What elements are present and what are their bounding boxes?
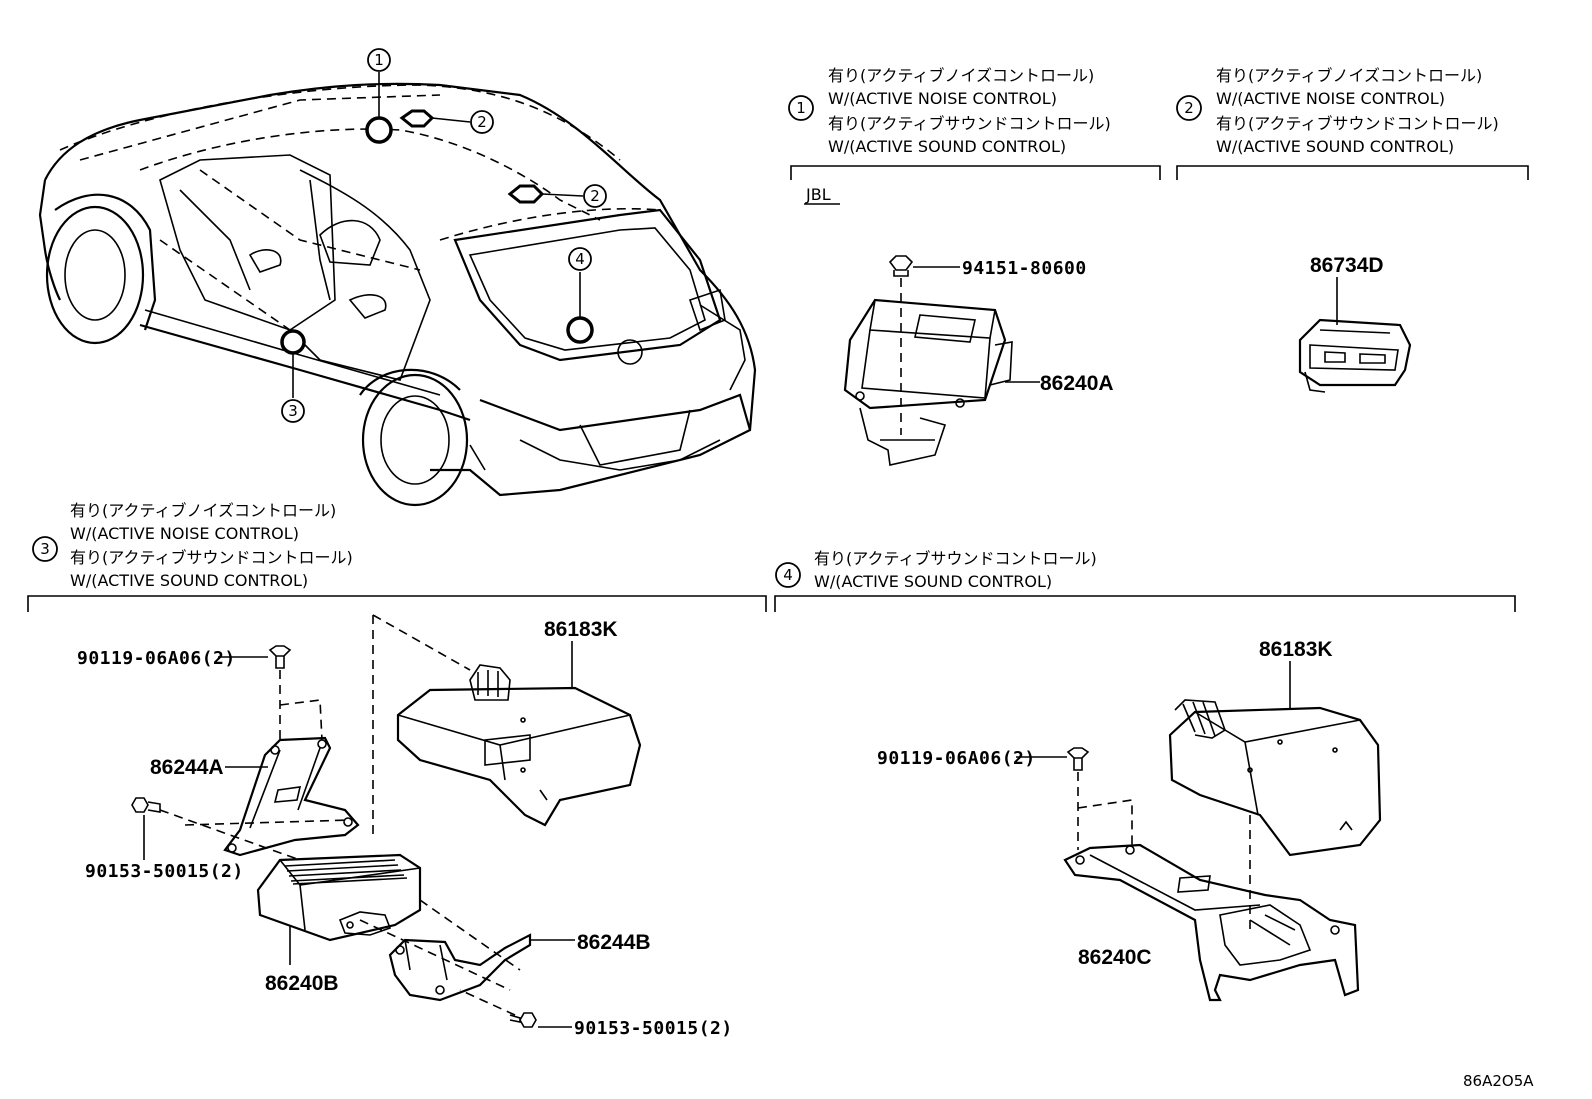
section-3-parts: 90119-06A06(2) 86244A 90153-50015(2) — [77, 614, 733, 1039]
marker-2b-part — [507, 184, 545, 204]
cover-86183K-right-icon — [1168, 699, 1382, 857]
section-1-parts: 94151-80600 86240A — [843, 255, 1114, 466]
part-90153-50015-left: 90153-50015(2) — [85, 861, 244, 882]
section-2-jp2: 有り(アクティブサウンドコントロール) — [1216, 114, 1499, 133]
bolt-90153-left-icon — [131, 797, 161, 813]
section-3-jp2: 有り(アクティブサウンドコントロール) — [70, 548, 353, 567]
section-4-parts: 86183K 90119-06A06(2) — [877, 638, 1382, 1002]
section-2-number: 2 — [1184, 99, 1194, 117]
part-90119-06A06-right: 90119-06A06(2) — [877, 748, 1036, 769]
section-1-en2: W/(ACTIVE SOUND CONTROL) — [828, 137, 1066, 156]
cover-86183K-left-icon — [396, 664, 642, 827]
section-4-en1: W/(ACTIVE SOUND CONTROL) — [814, 572, 1052, 591]
amplifier-86240B-icon — [256, 853, 422, 942]
vehicle-markers: 1 2 2 3 4 — [280, 48, 607, 423]
module-86240A-icon — [843, 298, 1013, 466]
amplifier-86240C-icon — [1063, 843, 1360, 1002]
vehicle-illustration — [38, 82, 757, 507]
section-2-en2: W/(ACTIVE SOUND CONTROL) — [1216, 137, 1454, 156]
section-3-number: 3 — [40, 540, 50, 558]
section-1-en1: W/(ACTIVE NOISE CONTROL) — [828, 89, 1057, 108]
bolt-90119-left-icon — [268, 645, 292, 669]
section-1-header: 有り(アクティブノイズコントロール) W/(ACTIVE NOISE CONTR… — [788, 66, 1161, 205]
car-marker-1: 1 — [374, 51, 384, 69]
marker-3-part — [280, 329, 306, 355]
marker-1-part — [365, 116, 393, 144]
car-marker-2a: 2 — [477, 113, 487, 131]
marker-4-part — [566, 316, 594, 344]
section-3-en2: W/(ACTIVE SOUND CONTROL) — [70, 571, 308, 590]
figure-code: 86A2O5A — [1463, 1072, 1534, 1090]
bolt-90153-bottom-icon — [509, 1012, 537, 1028]
part-86183K-left: 86183K — [544, 618, 618, 641]
marker-2a-part — [399, 109, 435, 128]
section-2-en1: W/(ACTIVE NOISE CONTROL) — [1216, 89, 1445, 108]
section-1-jbl-label: JBL — [805, 185, 831, 204]
bolt-90119-right-icon — [1066, 747, 1090, 771]
section-2-header: 有り(アクティブノイズコントロール) W/(ACTIVE NOISE CONTR… — [1176, 66, 1529, 180]
part-86240C: 86240C — [1078, 946, 1152, 969]
part-86734D: 86734D — [1310, 254, 1384, 277]
section-1-number: 1 — [796, 99, 806, 117]
section-4-number: 4 — [783, 566, 793, 584]
car-marker-2b: 2 — [590, 187, 600, 205]
section-2-parts: 86734D — [1298, 254, 1412, 393]
section-1-jp1: 有り(アクティブノイズコントロール) — [828, 66, 1094, 85]
component-86734D-icon — [1298, 318, 1412, 393]
section-3-header: 有り(アクティブノイズコントロール) W/(ACTIVE NOISE CONTR… — [27, 501, 767, 612]
part-86244A: 86244A — [150, 756, 224, 779]
part-86240B: 86240B — [265, 972, 339, 995]
part-94151-80600: 94151-80600 — [962, 258, 1087, 279]
part-90153-50015-bottom: 90153-50015(2) — [574, 1018, 733, 1039]
part-90119-06A06-left: 90119-06A06(2) — [77, 648, 236, 669]
bolt-94151-icon — [888, 255, 914, 277]
section-3-en1: W/(ACTIVE NOISE CONTROL) — [70, 524, 299, 543]
section-3-jp1: 有り(アクティブノイズコントロール) — [70, 501, 336, 520]
part-86240A: 86240A — [1040, 372, 1114, 395]
part-86244B: 86244B — [577, 931, 651, 954]
bracket-86244A-icon — [223, 736, 360, 857]
car-marker-3: 3 — [288, 402, 298, 420]
section-4-jp1: 有り(アクティブサウンドコントロール) — [814, 549, 1097, 568]
car-marker-4: 4 — [575, 250, 585, 268]
part-86183K-right: 86183K — [1259, 638, 1333, 661]
section-4-header: 有り(アクティブサウンドコントロール) W/(ACTIVE SOUND CONT… — [774, 549, 1516, 612]
section-2-jp1: 有り(アクティブノイズコントロール) — [1216, 66, 1482, 85]
section-1-jp2: 有り(アクティブサウンドコントロール) — [828, 114, 1111, 133]
